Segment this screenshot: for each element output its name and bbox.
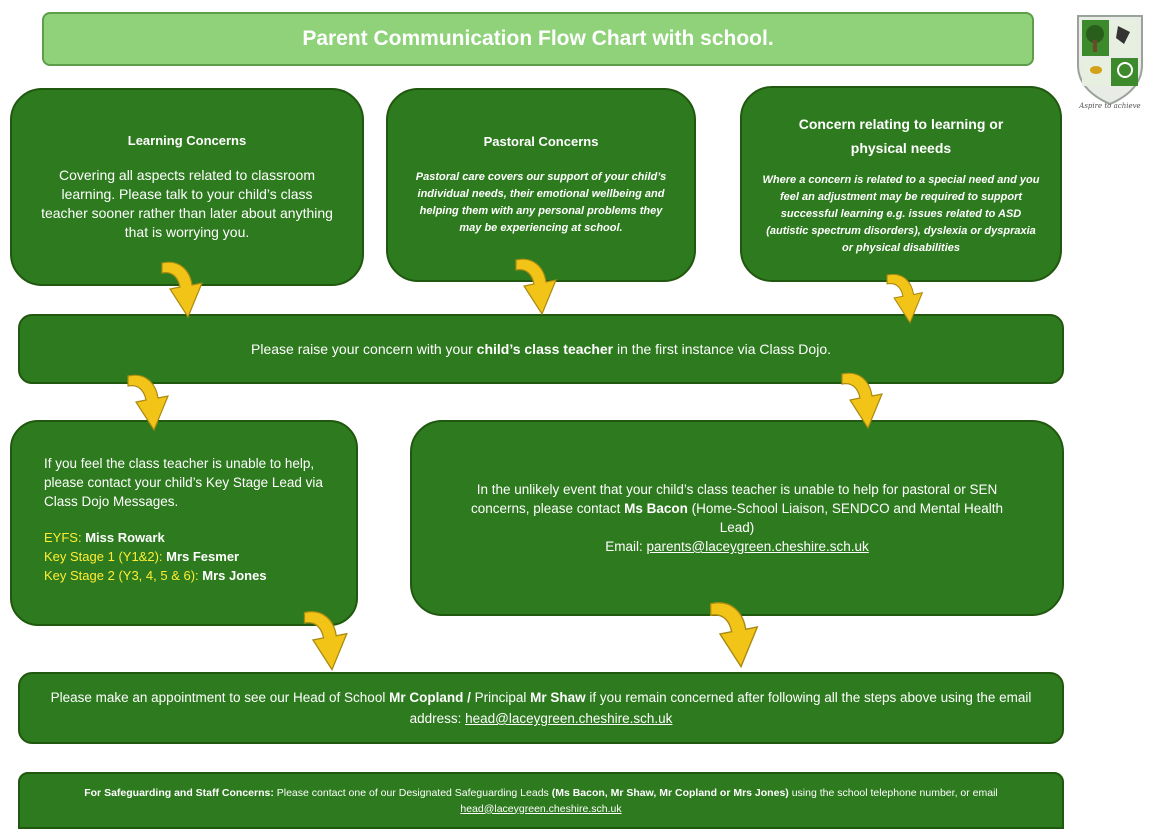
pastoral-concerns-heading: Pastoral Concerns [483,133,599,149]
key-stage-box: If you feel the class teacher is unable … [10,420,358,626]
curved-arrow-icon [709,602,759,669]
head-email-link[interactable]: head@laceygreen.cheshire.sch.uk [465,711,673,726]
page-title-banner: Parent Communication Flow Chart with sch… [42,12,1034,66]
learning-concerns-text: Covering all aspects related to classroo… [41,166,333,240]
curved-arrow-icon [161,261,203,319]
list-item: Key Stage 1 (Y1&2): Mrs Fesmer [44,549,240,564]
school-motto: Aspire to achieve [1079,102,1141,110]
list-item: EYFS: Miss Rowark [44,530,165,545]
curved-arrow-icon [303,611,348,672]
sen-text: In the unlikely event that your child’s … [471,482,1003,535]
class-teacher-box: Please raise your concern with your chil… [18,314,1064,384]
curved-arrow-icon [127,374,169,432]
head-of-school-text: Please make an appointment to see our He… [50,690,1032,726]
curved-arrow-icon [841,372,883,430]
key-stage-intro: If you feel the class teacher is unable … [44,456,323,509]
list-item: Key Stage 2 (Y3, 4, 5 & 6): Mrs Jones [44,568,267,583]
key-stage-leads-list: EYFS: Miss Rowark Key Stage 1 (Y1&2): Mr… [44,528,332,585]
sen-email-link[interactable]: parents@laceygreen.cheshire.sch.uk [646,539,869,554]
head-of-school-box: Please make an appointment to see our He… [18,672,1064,744]
class-teacher-text: Please raise your concern with your chil… [251,340,831,357]
learning-concerns-box: Learning Concerns Covering all aspects r… [10,88,364,286]
safeguarding-box: For Safeguarding and Staff Concerns: Ple… [18,772,1064,829]
safeguarding-email-link[interactable]: head@laceygreen.cheshire.sch.uk [460,802,622,815]
physical-needs-text: Where a concern is related to a special … [762,173,1040,254]
sen-box: In the unlikely event that your child’s … [410,420,1064,616]
pastoral-concerns-text: Pastoral care covers our support of your… [415,170,667,234]
page-title: Parent Communication Flow Chart with sch… [302,27,774,50]
safeguarding-text: For Safeguarding and Staff Concerns: Ple… [84,786,998,815]
school-crest-icon [1077,15,1143,106]
school-logo: Aspire to achieve [1070,10,1150,110]
sen-email-line: Email: parents@laceygreen.cheshire.sch.u… [605,539,869,554]
curved-arrow-icon [886,273,924,324]
physical-needs-heading: Concern relating to learning or physical… [798,115,1004,156]
physical-needs-box: Concern relating to learning or physical… [740,86,1062,282]
curved-arrow-icon [515,258,557,316]
pastoral-concerns-box: Pastoral Concerns Pastoral care covers o… [386,88,696,282]
learning-concerns-heading: Learning Concerns [127,132,247,148]
